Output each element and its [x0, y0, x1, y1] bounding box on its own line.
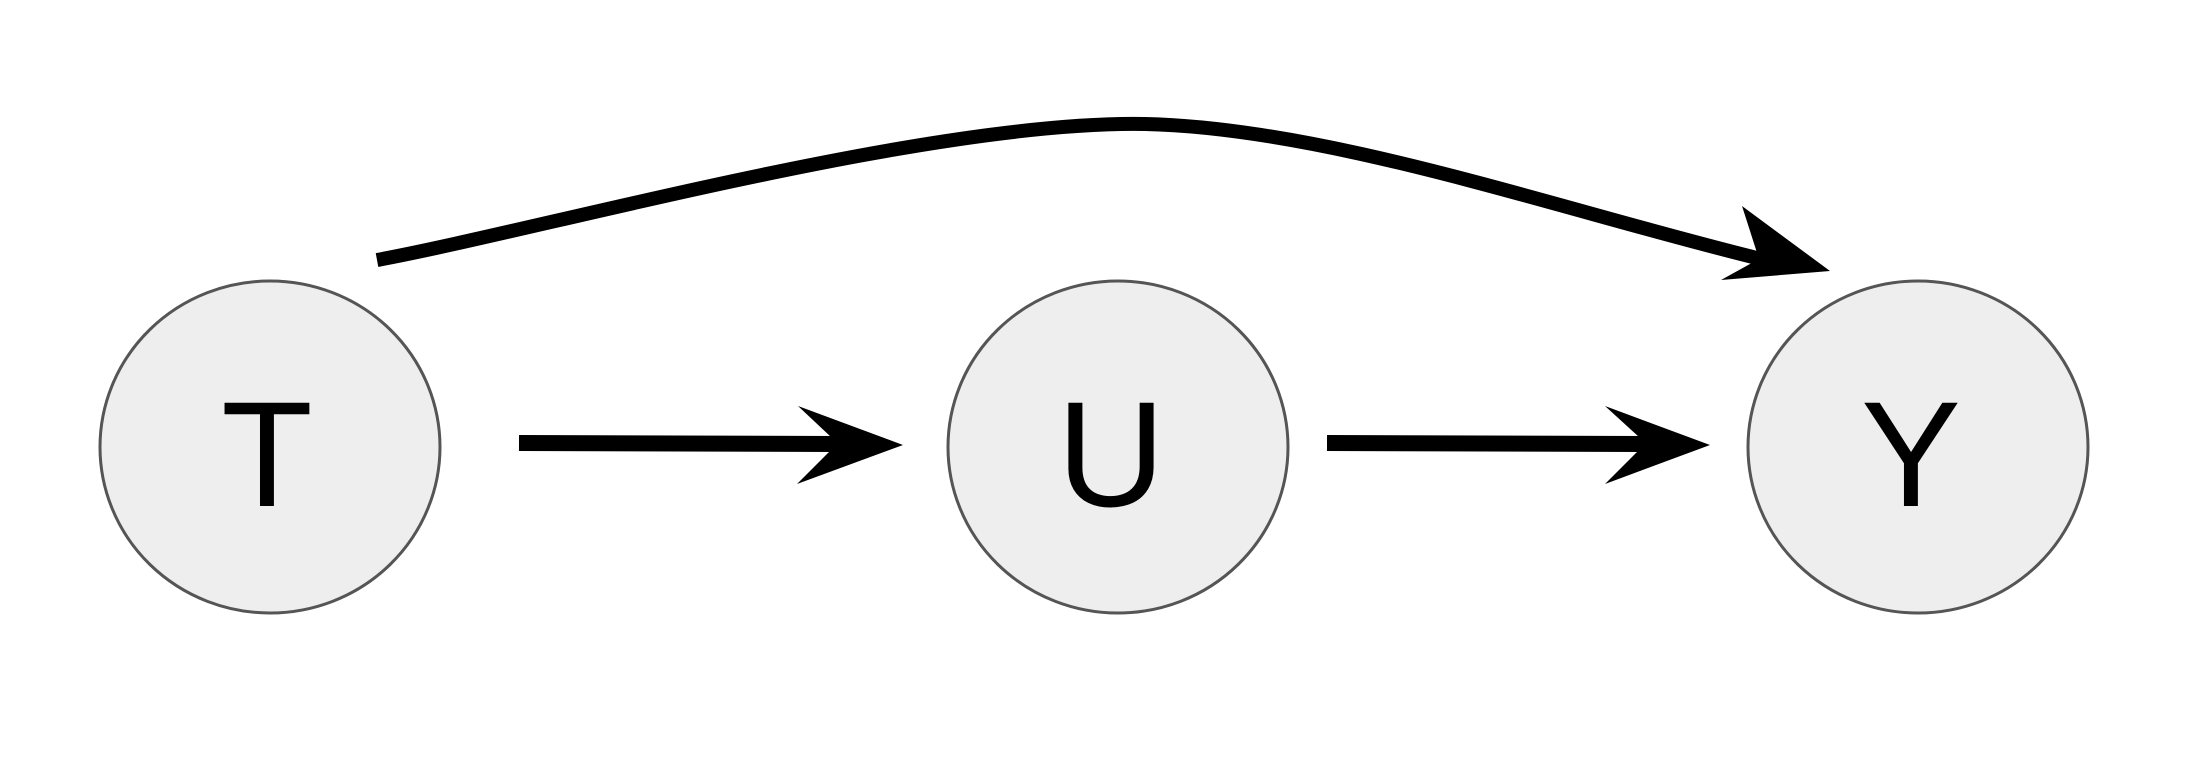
node-t: T [98, 279, 442, 615]
edge-t-to-u [518, 406, 903, 484]
node-u: U [946, 279, 1290, 615]
node-y-label: Y [1861, 370, 1961, 538]
edge-u-to-y [1326, 406, 1710, 484]
edge-t-to-y [375, 116, 1830, 280]
edge-t-to-y-arrowhead [1721, 206, 1830, 280]
edge-t-to-u-shaft [518, 435, 836, 452]
node-t-label: T [221, 370, 313, 538]
node-y-circle [1746, 279, 2090, 615]
node-u-label: U [1057, 370, 1165, 538]
node-y: Y [1746, 279, 2090, 615]
edge-t-to-y-shaft [375, 116, 1767, 267]
edge-u-to-y-shaft [1326, 435, 1643, 452]
node-u-circle [946, 279, 1290, 615]
edge-u-to-y-arrowhead [1605, 406, 1710, 484]
edge-t-to-u-arrowhead [797, 406, 903, 484]
node-t-circle [98, 279, 442, 615]
